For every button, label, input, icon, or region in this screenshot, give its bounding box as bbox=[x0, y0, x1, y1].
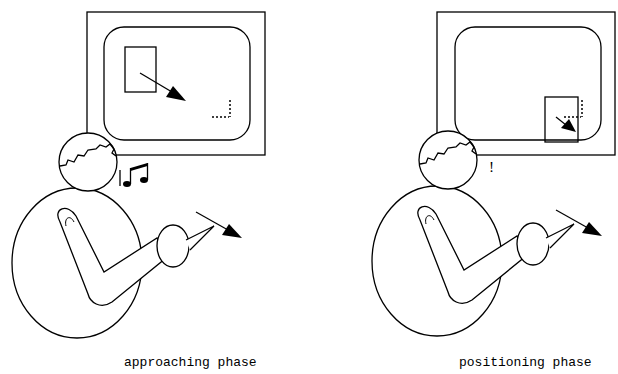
exclamation-mark: ! bbox=[489, 160, 494, 175]
phase-caption: positioning phase bbox=[459, 356, 592, 369]
phase-caption: approaching phase bbox=[124, 356, 257, 369]
music-notes bbox=[120, 163, 148, 187]
